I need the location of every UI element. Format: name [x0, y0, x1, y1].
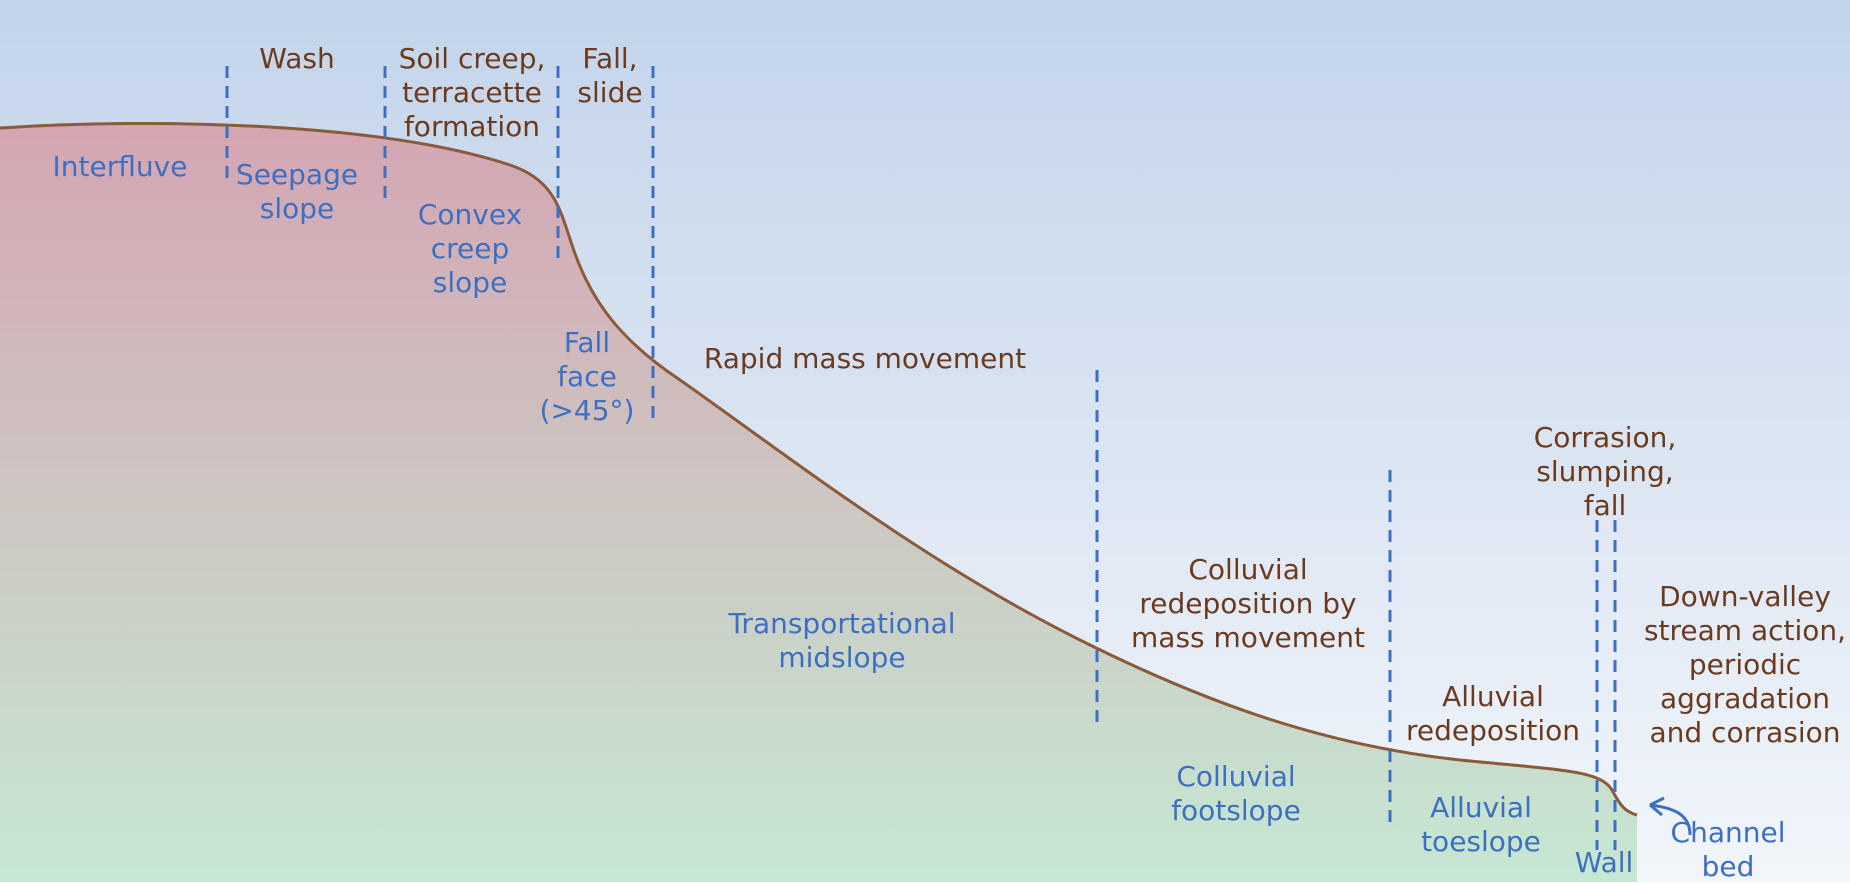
process-corrasion-slumping-line2: slumping,	[1534, 455, 1677, 489]
unit-colluvial-footslope: Colluvial footslope	[1171, 760, 1301, 828]
process-colluvial-redeposition-line1: Colluvial	[1131, 553, 1365, 587]
process-colluvial-redeposition: Colluvial redeposition by mass movement	[1131, 553, 1365, 655]
process-soil-creep-line3: formation	[399, 110, 546, 144]
unit-transportational-midslope-line2: midslope	[728, 641, 955, 675]
process-down-valley: Down-valley stream action, periodic aggr…	[1644, 580, 1846, 750]
unit-channel-bed: Channel bed	[1671, 816, 1786, 884]
process-fall-slide: Fall, slide	[577, 42, 642, 110]
unit-fall-face-line1: Fall	[540, 326, 635, 360]
unit-interfluve: Interfluve	[53, 150, 188, 184]
process-alluvial-redeposition-line2: redeposition	[1406, 714, 1580, 748]
process-soil-creep: Soil creep, terracette formation	[399, 42, 546, 144]
unit-channel-bed-line2: bed	[1671, 850, 1786, 884]
unit-channel-bed-line1: Channel	[1671, 816, 1786, 850]
unit-seepage-slope: Seepage slope	[236, 158, 358, 226]
unit-seepage-slope-line2: slope	[236, 192, 358, 226]
process-corrasion-slumping-line1: Corrasion,	[1534, 421, 1677, 455]
process-soil-creep-line1: Soil creep,	[399, 42, 546, 76]
unit-transportational-midslope: Transportational midslope	[728, 607, 955, 675]
process-down-valley-line3: periodic	[1644, 648, 1846, 682]
unit-transportational-midslope-line1: Transportational	[728, 607, 955, 641]
unit-fall-face: Fall face (>45°)	[540, 326, 635, 428]
process-corrasion-slumping-line3: fall	[1534, 489, 1677, 523]
unit-colluvial-footslope-line2: footslope	[1171, 794, 1301, 828]
process-soil-creep-line2: terracette	[399, 76, 546, 110]
process-down-valley-line1: Down-valley	[1644, 580, 1846, 614]
unit-fall-face-line2: face	[540, 360, 635, 394]
unit-alluvial-toeslope: Alluvial toeslope	[1421, 791, 1541, 859]
process-alluvial-redeposition-line1: Alluvial	[1406, 680, 1580, 714]
process-wash-text: Wash	[259, 42, 334, 75]
process-corrasion-slumping: Corrasion, slumping, fall	[1534, 421, 1677, 523]
process-rapid-mass-movement-text: Rapid mass movement	[704, 342, 1026, 375]
unit-convex-creep-slope-line3: slope	[418, 266, 522, 300]
process-colluvial-redeposition-line3: mass movement	[1131, 621, 1365, 655]
unit-alluvial-toeslope-line2: toeslope	[1421, 825, 1541, 859]
unit-wall-text: Wall	[1575, 846, 1634, 879]
unit-colluvial-footslope-line1: Colluvial	[1171, 760, 1301, 794]
unit-interfluve-text: Interfluve	[53, 150, 188, 183]
process-colluvial-redeposition-line2: redeposition by	[1131, 587, 1365, 621]
unit-convex-creep-slope: Convex creep slope	[418, 198, 522, 300]
unit-fall-face-line3: (>45°)	[540, 394, 635, 428]
process-wash: Wash	[259, 42, 334, 76]
unit-convex-creep-slope-line1: Convex	[418, 198, 522, 232]
process-rapid-mass-movement: Rapid mass movement	[704, 342, 1026, 376]
process-alluvial-redeposition: Alluvial redeposition	[1406, 680, 1580, 748]
unit-convex-creep-slope-line2: creep	[418, 232, 522, 266]
process-down-valley-line4: aggradation	[1644, 682, 1846, 716]
unit-alluvial-toeslope-line1: Alluvial	[1421, 791, 1541, 825]
process-fall-slide-line2: slide	[577, 76, 642, 110]
unit-wall: Wall	[1575, 846, 1634, 880]
unit-seepage-slope-line1: Seepage	[236, 158, 358, 192]
process-fall-slide-line1: Fall,	[577, 42, 642, 76]
process-down-valley-line2: stream action,	[1644, 614, 1846, 648]
process-down-valley-line5: and corrasion	[1644, 716, 1846, 750]
